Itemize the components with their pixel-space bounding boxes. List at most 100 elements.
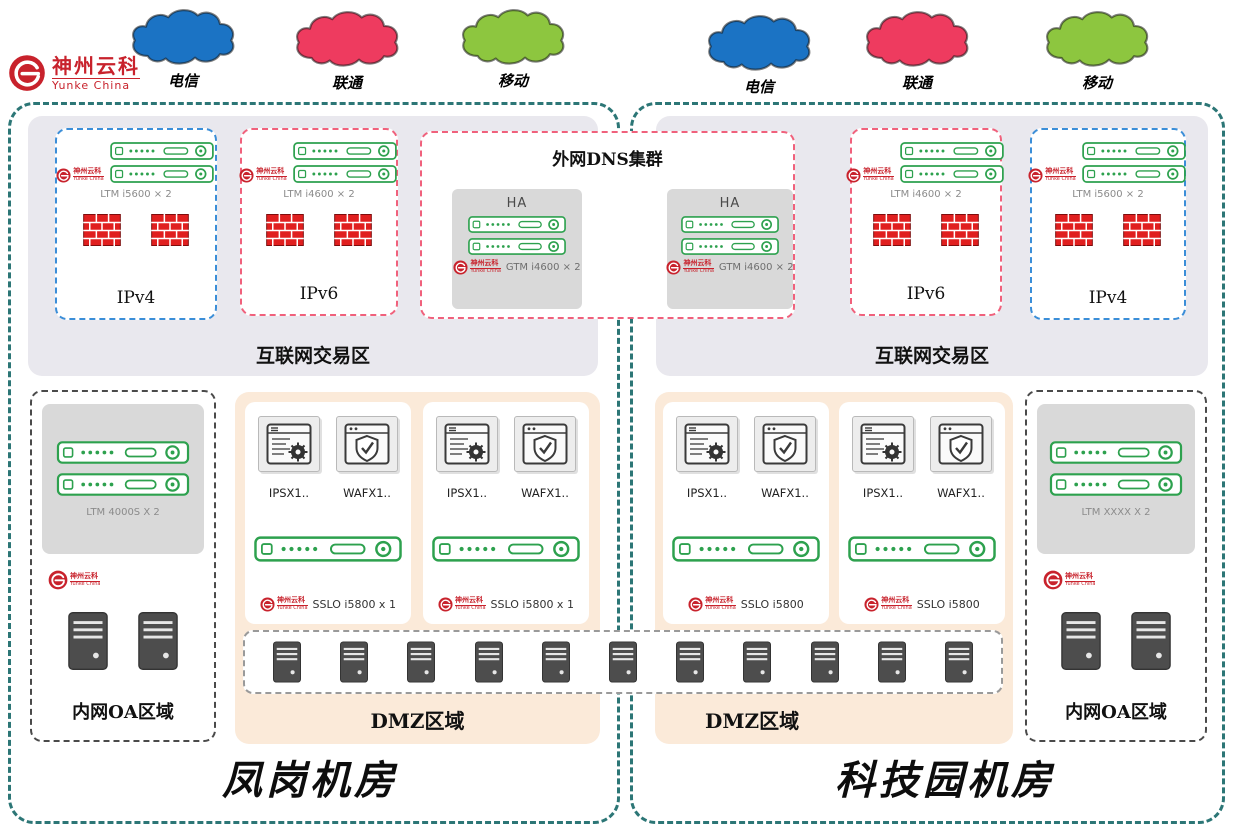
- cloud-telecom-1: 电信: [122, 6, 244, 91]
- isp-label-telecom-2: 电信: [743, 78, 774, 96]
- dmz-server-icon: [945, 641, 973, 683]
- sslo-appliance-icon: [432, 535, 580, 563]
- brand-name-small: 神州云科: [683, 259, 712, 268]
- yunke-swirl-icon: [260, 597, 275, 612]
- segment-label: IPv6: [906, 284, 946, 304]
- firewall-pair: [1055, 214, 1161, 246]
- ltm-appliance-icon: [291, 142, 399, 160]
- waf-unit: WAFX1..: [514, 416, 576, 500]
- gtm-appliance-icon: [680, 216, 780, 233]
- datacenter-right-name: 科技园机房: [835, 757, 1055, 804]
- ltm-appliance-icon: [1080, 142, 1188, 160]
- datacenter-right-boundary: [630, 102, 1225, 824]
- security-icons: IPSX1.. WAFX1..: [676, 416, 816, 500]
- sslo-caption: SSLO i5800 x 1: [312, 598, 396, 611]
- ips-tile: [852, 416, 914, 472]
- brand-name-small: 神州云科: [277, 596, 306, 605]
- yunke-swirl-icon: [239, 168, 254, 183]
- brand-subname-small: Yunke China: [881, 605, 912, 612]
- dmz-server-icon: [273, 641, 301, 683]
- cloud-unicom-2: 联通: [856, 8, 978, 93]
- sslo-caption: SSLO i5800: [740, 598, 804, 611]
- device-caption: GTM i4600 × 2: [505, 262, 581, 273]
- brand-name-small: 神州云科: [863, 167, 892, 176]
- sslo-appliance-icon: [254, 535, 402, 563]
- waf-tile: [336, 416, 398, 472]
- brand-name-small: 神州云科: [1065, 571, 1093, 580]
- brand-name-small: 神州云科: [455, 596, 484, 605]
- device-caption: LTM i5600 × 2: [1072, 189, 1144, 200]
- ips-tile: [676, 416, 738, 472]
- dmz-server-icon: [407, 641, 435, 683]
- device-caption: GTM i4600 × 2: [718, 262, 794, 273]
- datacenter-left-boundary: [8, 102, 620, 824]
- waf-tile: [754, 416, 816, 472]
- brand-name: 神州云科: [52, 53, 140, 78]
- yunke-swirl-icon: [666, 260, 681, 275]
- brand-subname-small: Yunke China: [73, 176, 104, 183]
- ips-tile: [258, 416, 320, 472]
- dmz-server-icon: [609, 641, 637, 683]
- firewall-icon: [941, 214, 979, 246]
- ips-caption: IPSX1..: [268, 486, 310, 500]
- isp-label-telecom-1: 电信: [167, 72, 198, 90]
- firewall-pair: [873, 214, 979, 246]
- firewall-icon: [1123, 214, 1161, 246]
- ips-unit: IPSX1..: [676, 416, 738, 500]
- dmz-zone-right-label: DMZ区域: [705, 709, 800, 733]
- isp-label-unicom-1: 联通: [331, 74, 362, 92]
- ha-label: HA: [506, 196, 528, 211]
- ips-tile: [436, 416, 498, 472]
- brand-name-small: 神州云科: [1045, 167, 1074, 176]
- ltm-appliance-icon: [1080, 165, 1188, 183]
- yunke-swirl-icon: [864, 597, 879, 612]
- ips-icon: [860, 423, 906, 465]
- cloud-unicom-1: 联通: [286, 8, 408, 93]
- ltm-appliance-icon: [898, 142, 1006, 160]
- ltm-device-stack: [108, 142, 216, 183]
- waf-caption: WAFX1..: [937, 486, 985, 500]
- brand-name-small: 神州云科: [705, 596, 734, 605]
- server-icon: [138, 612, 178, 670]
- brand-name-small: 神州云科: [256, 167, 285, 176]
- ltm-appliance-icon: [291, 165, 399, 183]
- ha-label: HA: [719, 196, 741, 211]
- gtm-appliance-icon: [680, 238, 780, 255]
- ips-unit: IPSX1..: [852, 416, 914, 500]
- internet-zone-right-label: 互联网交易区: [874, 345, 989, 367]
- brand-subname-small: Yunke China: [470, 268, 501, 275]
- firewall-icon: [873, 214, 911, 246]
- dmz-server-icon: [878, 641, 906, 683]
- oa-server-pair: [68, 612, 178, 670]
- brand-subname-small: Yunke China: [705, 605, 736, 612]
- sslo-appliance-icon: [848, 535, 996, 563]
- isp-label-unicom-2: 联通: [901, 74, 932, 92]
- firewall-icon: [334, 214, 372, 246]
- ltm-appliance-icon: [108, 165, 216, 183]
- cloud-icon: [1038, 8, 1156, 70]
- ltm-appliance-icon: [898, 165, 1006, 183]
- firewall-icon: [1055, 214, 1093, 246]
- yunke-swirl-icon: [8, 54, 46, 92]
- brand-subname-small: Yunke China: [455, 605, 486, 612]
- oa-server-pair: [1061, 612, 1171, 670]
- dmz-server-icon: [811, 641, 839, 683]
- datacenter-left-name: 凤岗机房: [222, 757, 398, 804]
- device-caption: LTM XXXX X 2: [1081, 506, 1151, 518]
- waf-caption: WAFX1..: [521, 486, 569, 500]
- dmz-server-icon: [542, 641, 570, 683]
